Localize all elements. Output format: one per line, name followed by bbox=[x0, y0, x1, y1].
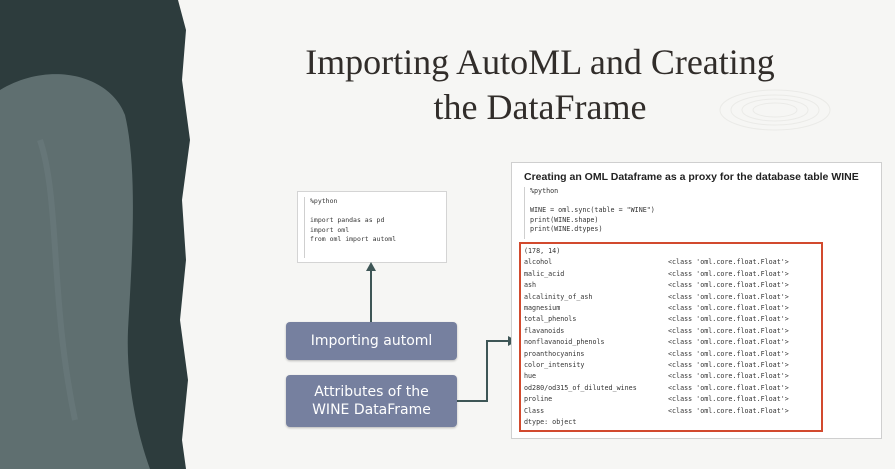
wine-attributes-callout: Attributes of the WINE DataFrame bbox=[286, 375, 457, 427]
column-name: alcohol bbox=[524, 258, 553, 267]
code-line: print(WINE.shape) bbox=[530, 215, 599, 224]
output-row: od280/od315_of_diluted_wines <class 'oml.… bbox=[524, 383, 789, 394]
code-line: from oml import automl bbox=[310, 235, 397, 243]
output-row: alcohol <class 'oml.core.float.Float'> bbox=[524, 257, 789, 268]
code-line: %python bbox=[310, 197, 338, 205]
column-type: <class 'oml.core.float.Float'> bbox=[668, 315, 789, 324]
code-line: import pandas as pd bbox=[310, 216, 385, 224]
column-type: <class 'oml.core.float.Float'> bbox=[668, 349, 789, 358]
column-name: od280/od315_of_diluted_wines bbox=[524, 383, 637, 392]
output-row: total_phenols <class 'oml.core.float.Floa… bbox=[524, 314, 789, 325]
column-name: alcalinity_of_ash bbox=[524, 292, 593, 301]
column-type: <class 'oml.core.float.Float'> bbox=[668, 281, 789, 290]
column-name: proline bbox=[524, 395, 553, 404]
column-name: color_intensity bbox=[524, 361, 585, 369]
column-type: <class 'oml.core.float.Float'> bbox=[668, 338, 789, 347]
attributes-label-line-2: WINE DataFrame bbox=[312, 402, 431, 418]
paragraph-title: Creating an OML Dataframe as a proxy for… bbox=[524, 171, 859, 183]
fingerprint-watermark bbox=[719, 89, 831, 131]
column-name: hue bbox=[524, 372, 537, 381]
output-highlight-box: (178, 14) alcohol <class 'oml.core.float.F… bbox=[519, 242, 823, 432]
output-row: nonflavanoid_phenols <class 'oml.core.flo… bbox=[524, 337, 789, 348]
column-name: proanthocyanins bbox=[524, 349, 585, 358]
column-name: (178, 14) bbox=[524, 247, 561, 255]
column-name: malic_acid bbox=[524, 269, 565, 278]
column-name: nonflavanoid_phenols bbox=[524, 338, 605, 347]
column-name: dtype: object bbox=[524, 418, 577, 426]
output-row: hue <class 'oml.core.float.Float'> bbox=[524, 371, 789, 382]
column-name: flavanoids bbox=[524, 326, 565, 335]
column-name: magnesium bbox=[524, 304, 561, 312]
importing-automl-label: Importing automl bbox=[310, 333, 433, 349]
column-type: <class 'oml.core.float.Float'> bbox=[668, 304, 789, 312]
column-type: <class 'oml.core.float.Float'> bbox=[668, 292, 789, 301]
paragraph-code: %python WINE = oml.sync(table = "WINE")p… bbox=[524, 187, 875, 239]
column-type: <class 'oml.core.float.Float'> bbox=[668, 372, 789, 381]
texture-stroke bbox=[37, 139, 78, 421]
attributes-label-line-1: Attributes of the bbox=[314, 384, 429, 400]
output-row: magnesium <class 'oml.core.float.Float'> bbox=[524, 303, 789, 314]
title-line-2: the DataFrame bbox=[433, 87, 647, 127]
title-line-1: Importing AutoML and Creating bbox=[305, 42, 775, 82]
code-line bbox=[530, 197, 875, 207]
output-row: proanthocyanins <class 'oml.core.float.Fl… bbox=[524, 349, 789, 360]
column-type: <class 'oml.core.float.Float'> bbox=[668, 406, 789, 415]
output-row: color_intensity <class 'oml.core.float.Fl… bbox=[524, 360, 789, 371]
column-type: <class 'oml.core.float.Float'> bbox=[668, 269, 789, 278]
output-dtype: dtype: object bbox=[524, 417, 576, 428]
column-type: <class 'oml.core.float.Float'> bbox=[668, 395, 789, 404]
output-row: alcalinity_of_ash <class 'oml.core.float.… bbox=[524, 292, 789, 303]
output-row: ash <class 'oml.core.float.Float'> bbox=[524, 280, 789, 291]
column-name: Class bbox=[524, 406, 545, 415]
output-shape: (178, 14) bbox=[524, 246, 560, 257]
output-row: malic_acid <class 'oml.core.float.Float'> bbox=[524, 269, 789, 280]
column-type: <class 'oml.core.float.Float'> bbox=[668, 383, 789, 392]
code-line: import oml bbox=[310, 225, 350, 234]
code-line: WINE = oml.sync(table = "WINE") bbox=[530, 206, 655, 215]
column-name: ash bbox=[524, 281, 537, 290]
column-name: total_phenols bbox=[524, 315, 577, 324]
column-type: <class 'oml.core.float.Float'> bbox=[668, 326, 789, 335]
notebook-paragraph: Creating an OML Dataframe as a proxy for… bbox=[511, 162, 882, 439]
column-type: <class 'oml.core.float.Float'> bbox=[668, 361, 789, 369]
importing-automl-callout: Importing automl bbox=[286, 322, 457, 360]
output-row: flavanoids <class 'oml.core.float.Float'> bbox=[524, 326, 789, 337]
code-line: print(WINE.dtypes) bbox=[530, 225, 603, 234]
column-type: <class 'oml.core.float.Float'> bbox=[668, 258, 789, 267]
output-row: proline <class 'oml.core.float.Float'> bbox=[524, 394, 789, 405]
output-row: Class <class 'oml.core.float.Float'> bbox=[524, 406, 789, 417]
code-line: %python bbox=[530, 187, 559, 195]
slide-title: Importing AutoML and Creating the DataFr… bbox=[240, 40, 840, 130]
code-line bbox=[310, 207, 442, 217]
organic-shape bbox=[0, 74, 150, 469]
